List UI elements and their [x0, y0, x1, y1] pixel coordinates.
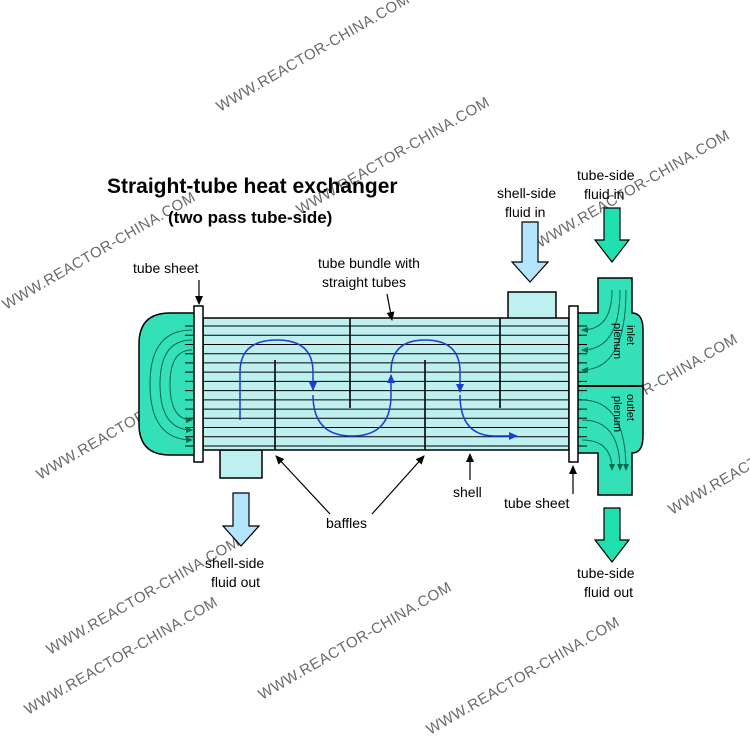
- tube-sheet-right-label: tube sheet: [504, 495, 569, 511]
- outlet-plenum-label: plenum: [611, 396, 623, 432]
- inlet-plenum-label: inlet: [624, 325, 636, 345]
- watermark: WWW.REACTOR-CHINA.COM: [424, 614, 623, 739]
- baffles-label: baffles: [326, 515, 367, 531]
- shell-label: shell: [453, 484, 482, 500]
- tube-side-out-label: tube-side: [577, 565, 635, 581]
- outlet-plenum-label: outlet: [624, 394, 636, 421]
- shell-side-flow: [239, 339, 518, 440]
- tube-side-in-label: fluid in: [584, 186, 624, 202]
- shell-side-in-label: fluid in: [505, 204, 545, 220]
- shell-inlet-nozzle: [507, 291, 557, 321]
- watermark: WWW.REACTOR-CHINA.COM: [214, 0, 413, 115]
- return-head: [138, 312, 196, 456]
- watermark: WWW.REACTOR-CHINA.COM: [666, 394, 750, 519]
- plenum-flow: [581, 289, 629, 471]
- shell-side-out-arrow: [221, 492, 261, 547]
- tube-bundle-label: tube bundle with: [318, 255, 420, 271]
- tube-sheet-right: [568, 305, 579, 463]
- tube-side-in-label: tube-side: [577, 167, 635, 183]
- shell-outlet-nozzle: [219, 449, 263, 479]
- shell-side-in-label: shell-side: [497, 185, 556, 201]
- tube-bundle-label: straight tubes: [322, 274, 406, 290]
- tube-side-out-label: fluid out: [584, 584, 633, 600]
- diagram-subtitle: (two pass tube-side): [168, 208, 332, 227]
- tube-sheet-left-label: tube sheet: [133, 260, 198, 276]
- tube-side-out-arrow: [593, 507, 631, 563]
- baffles-leader: [371, 455, 425, 515]
- shell-side-out-label: shell-side: [205, 555, 264, 571]
- shell-side-in-arrow: [510, 221, 550, 283]
- watermark: WWW.REACTOR-CHINA.COM: [534, 127, 733, 252]
- tube-sheet-left: [193, 305, 204, 463]
- baffles-group: [274, 318, 501, 450]
- tube-side-in-arrow: [593, 207, 631, 263]
- diagram-title: Straight-tube heat exchanger: [107, 175, 398, 198]
- tube-bundle-leader: [386, 293, 395, 321]
- watermark: WWW.REACTOR-CHINA.COM: [294, 94, 493, 219]
- baffles-leader: [275, 455, 331, 515]
- return-head-flow: [149, 329, 193, 443]
- watermark: WWW.REACTOR-CHINA.COM: [256, 579, 455, 704]
- shell-body: [202, 317, 570, 451]
- tube-bundle: [185, 325, 587, 447]
- inlet-plenum-label: plenum: [611, 323, 623, 359]
- shell-side-out-label: fluid out: [211, 574, 260, 590]
